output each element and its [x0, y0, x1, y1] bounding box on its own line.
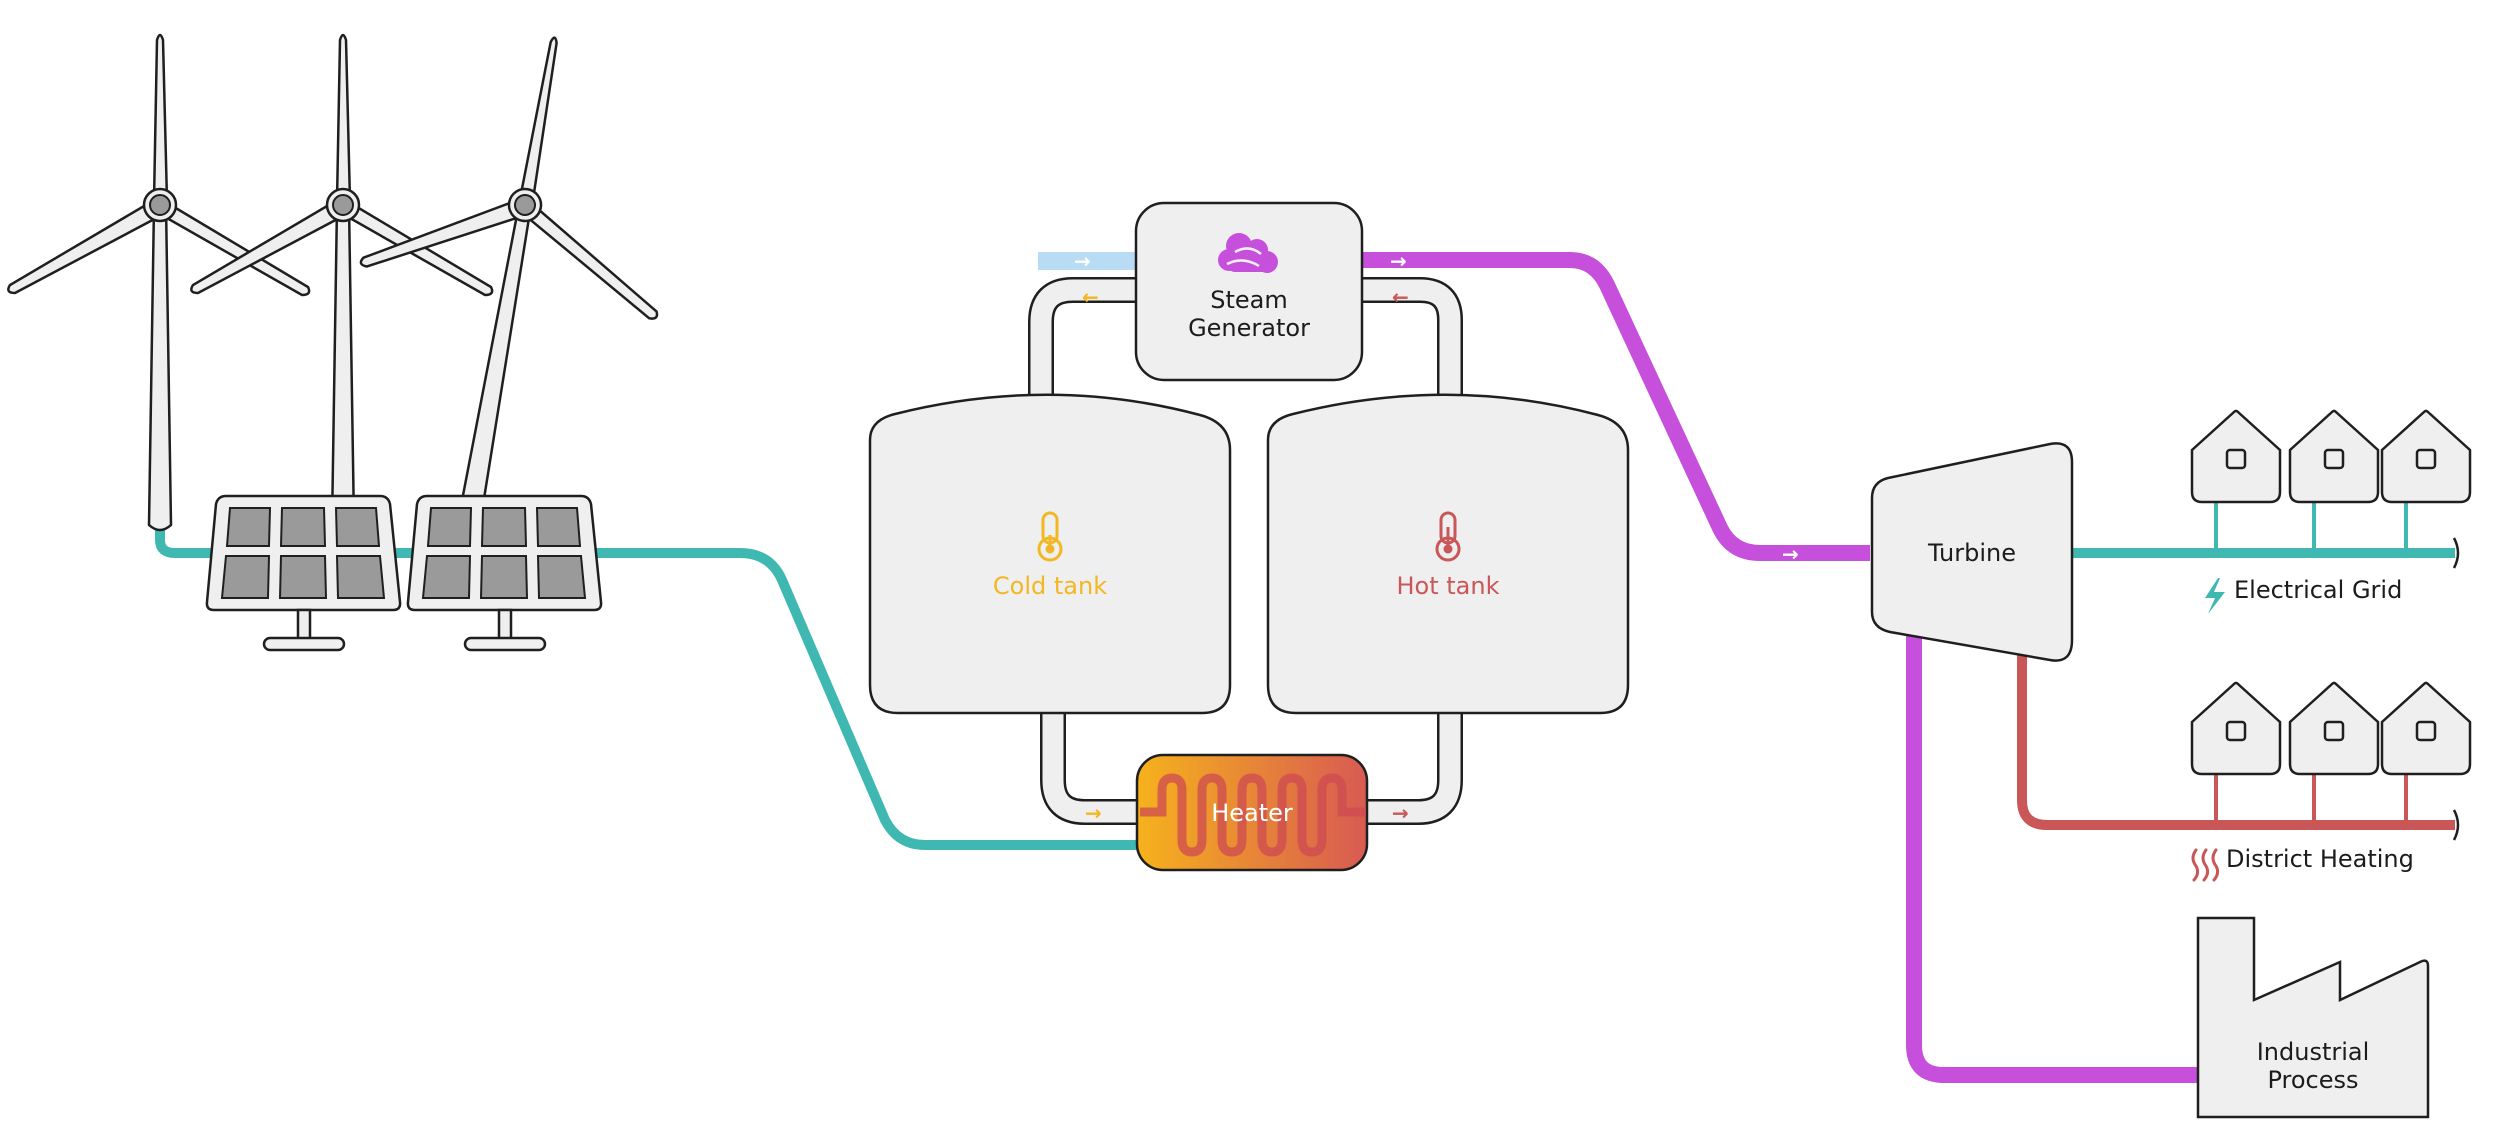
industrial-process: Industrial Process [2196, 916, 2430, 1119]
cold-tank-label: Cold tank [993, 572, 1107, 600]
house-icon [2380, 409, 2472, 504]
wind-turbine-icon [317, 9, 703, 553]
heater-to-hot-arrow: → [1392, 801, 1409, 825]
steam-flow-arrow: → [1390, 249, 1407, 273]
grid-power-line [2070, 500, 2460, 569]
heater-label: Heater [1211, 799, 1293, 827]
district-heating-line [2017, 655, 2460, 841]
heat-waves-icon [2191, 848, 2220, 882]
house-icon [2190, 681, 2282, 776]
solar-panel-icon [205, 494, 402, 652]
water-inlet-line [1038, 252, 1136, 270]
thermometer-hot-icon [1435, 511, 1461, 562]
cold-to-heater-arrow: → [1085, 801, 1102, 825]
house-icon [2380, 681, 2472, 776]
factory-icon [2196, 916, 2430, 1119]
cold-tank: Cold tank [868, 393, 1232, 715]
industrial-steam-line [1906, 630, 2198, 1083]
lightning-icon [2205, 578, 2225, 614]
industrial-process-label-line1: Industrial [2257, 1038, 2370, 1066]
solar-panel-icon [406, 494, 603, 652]
house-icon [2288, 681, 2380, 776]
hot-tank: Hot tank [1266, 393, 1630, 715]
district-heating-legend: District Heating [2191, 845, 2414, 882]
steam-generator-label-line2: Generator [1188, 314, 1310, 342]
hot-supply-arrow: ← [1392, 285, 1409, 309]
steam-generator: Steam Generator [1134, 201, 1364, 382]
steam-turbine-arrow: → [1782, 542, 1799, 566]
hot-tank-label: Hot tank [1397, 572, 1500, 600]
water-flow-arrow: → [1074, 249, 1091, 273]
house-icon [2288, 409, 2380, 504]
heater: Heater [1135, 753, 1369, 872]
heating-coil-icon [1140, 773, 1366, 857]
electrical-grid-label: Electrical Grid [2234, 576, 2402, 604]
electrical-grid-legend: Electrical Grid [2205, 576, 2402, 614]
cloud-steam-icon [1218, 233, 1278, 273]
steam-flow-line [1362, 252, 1870, 561]
wind-turbine-icon [7, 33, 311, 532]
steam-generator-label-line1: Steam [1210, 286, 1288, 314]
thermometer-cold-icon [1037, 511, 1063, 562]
cold-return-arrow: ← [1082, 285, 1099, 309]
electric-flow-line [155, 520, 1145, 850]
house-icon [2190, 409, 2282, 504]
industrial-process-label-line2: Process [2267, 1066, 2358, 1094]
turbine-label: Turbine [1927, 539, 2016, 567]
district-heating-label: District Heating [2226, 845, 2414, 873]
turbine: Turbine [1870, 442, 2074, 662]
salt-loop-pipes [1028, 277, 1463, 825]
